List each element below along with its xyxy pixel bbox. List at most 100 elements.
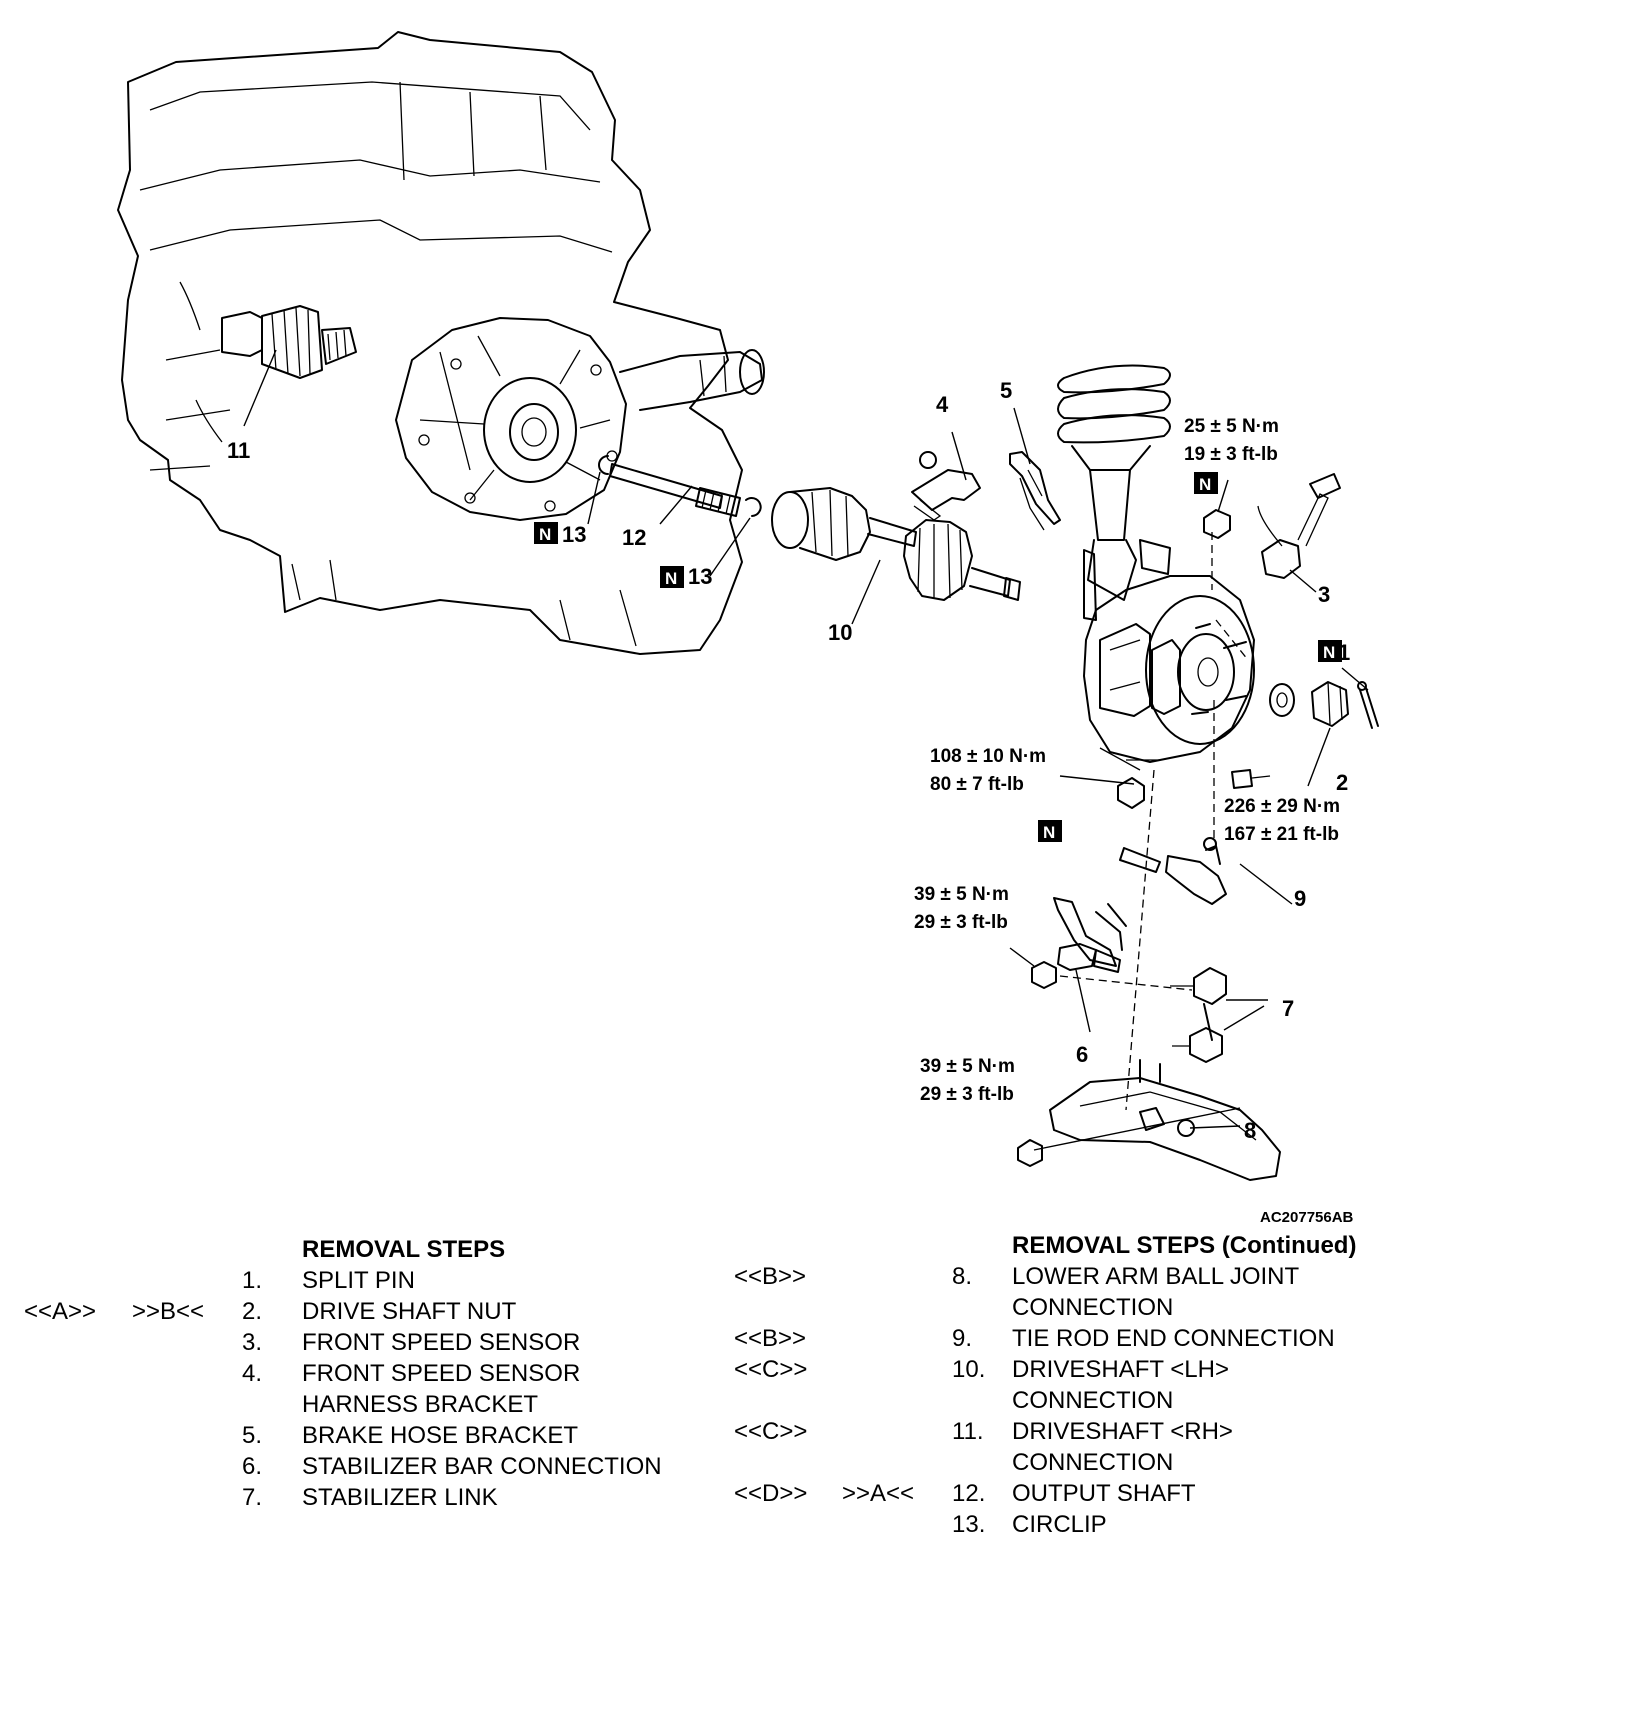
label-8: 8 [1244, 1118, 1256, 1143]
strut-spring-assembly [1057, 364, 1171, 621]
step-text: LOWER ARM BALL JOINT [1012, 1263, 1300, 1290]
step-number: 13. [952, 1511, 986, 1538]
torque-strut-nm: 25 ± 5 N·m [1184, 416, 1279, 437]
step-text: FRONT SPEED SENSOR [302, 1360, 581, 1387]
svg-text:N: N [1043, 823, 1055, 842]
label-2: 2 [1336, 770, 1348, 795]
step-text: STABILIZER LINK [302, 1484, 498, 1511]
step-text: OUTPUT SHAFT [1012, 1480, 1196, 1507]
n-mark-13-upper: N [534, 522, 558, 544]
tie-rod-end [1119, 837, 1227, 905]
stabilizer-bar [1053, 897, 1127, 973]
torque-lower-arm-nm: 39 ± 5 N·m [920, 1056, 1015, 1077]
step-number: 12. [952, 1480, 986, 1507]
step-installation-mark: <<B>> [734, 1325, 807, 1352]
step-removal-mark: >>B<< [132, 1298, 205, 1325]
step-text-continuation: CONNECTION [1012, 1387, 1174, 1414]
torque-strut-ftlb: 19 ± 3 ft-lb [1184, 444, 1278, 465]
knuckle-lock-nut [1117, 777, 1145, 809]
label-4: 4 [936, 392, 949, 417]
n-mark-strut-nut: N [1194, 472, 1218, 494]
circlip-inner [598, 455, 609, 475]
label-10: 10 [828, 620, 852, 645]
output-shaft [609, 463, 741, 517]
leader-lines [243, 349, 1369, 1151]
driveshaft-rh-inner-joint [221, 305, 357, 379]
steering-knuckle-hub [1083, 575, 1255, 771]
step-number: 8. [952, 1263, 973, 1290]
torque-specs: 25 ± 5 N·m 19 ± 3 ft-lb 108 ± 10 N·m 80 … [914, 416, 1340, 1105]
torque-lower-arm-ftlb: 29 ± 3 ft-lb [920, 1084, 1014, 1105]
step-text: CIRCLIP [1012, 1511, 1107, 1538]
engine-block [117, 31, 743, 655]
step-text-continuation: HARNESS BRACKET [302, 1391, 539, 1418]
step-text-continuation: CONNECTION [1012, 1294, 1174, 1321]
stabilizer-nut [1031, 961, 1057, 989]
n-mark-13-lower: N [660, 566, 684, 588]
step-text: TIE ROD END CONNECTION [1012, 1325, 1335, 1352]
removal-steps-title: REMOVAL STEPS [302, 1236, 506, 1263]
circlip-outer [745, 497, 762, 517]
step-installation-mark: <<B>> [734, 1263, 807, 1290]
step-number: 5. [242, 1422, 263, 1449]
step-number: 7. [242, 1484, 263, 1511]
step-text: DRIVESHAFT <LH> [1012, 1356, 1229, 1383]
part-labels: 11 12 13 13 10 4 5 3 1 2 9 7 6 8 [227, 378, 1350, 1143]
removal-steps-left: REMOVAL STEPS 1. SPLIT PIN <<A>> >>B<< 2. DRI… [0, 1234, 780, 1534]
removal-steps-continued-title: REMOVAL STEPS (Continued) [1012, 1232, 1357, 1259]
n-mark-split-pin: N [1318, 640, 1342, 662]
label-6: 6 [1076, 1042, 1088, 1067]
label-13-upper: 13 [562, 522, 586, 547]
step-text: FRONT SPEED SENSOR [302, 1329, 581, 1356]
step-text: DRIVE SHAFT NUT [302, 1298, 517, 1325]
torque-stabilizer-ftlb: 29 ± 3 ft-lb [914, 912, 1008, 933]
alignment-lines [1059, 532, 1249, 1111]
stabilizer-link [1170, 967, 1227, 1063]
washer [1269, 683, 1295, 717]
figure-code: AC207756AB [1260, 1209, 1354, 1226]
step-removal-mark: >>A<< [842, 1480, 915, 1507]
step-text: STABILIZER BAR CONNECTION [302, 1453, 662, 1480]
step-text: SPLIT PIN [302, 1267, 415, 1294]
label-3: 3 [1318, 582, 1330, 607]
step-text-continuation: CONNECTION [1012, 1449, 1174, 1476]
knuckle-bolt [1231, 769, 1271, 789]
svg-text:N: N [1323, 643, 1335, 662]
step-number: 10. [952, 1356, 986, 1383]
n-mark-knuckle-nut: N [1038, 820, 1062, 842]
removal-steps-right: REMOVAL STEPS (Continued) <<B>> 8. LOWER A… [720, 1230, 1620, 1560]
step-number: 6. [242, 1453, 263, 1480]
step-text: DRIVESHAFT <RH> [1012, 1418, 1233, 1445]
label-5: 5 [1000, 378, 1012, 403]
transaxle-case [395, 317, 765, 521]
svg-text:N: N [1199, 475, 1211, 494]
label-7: 7 [1282, 996, 1294, 1021]
torque-driveshaft-nut-nm: 226 ± 29 N·m [1224, 796, 1340, 817]
split-pin [1357, 681, 1379, 729]
speed-sensor-harness-bracket [911, 451, 981, 521]
label-12: 12 [622, 525, 646, 550]
svg-text:N: N [539, 525, 551, 544]
step-text: BRAKE HOSE BRACKET [302, 1422, 579, 1449]
new-part-markers: N N N N N [534, 472, 1342, 842]
label-13-lower: 13 [688, 564, 712, 589]
strut-lock-nut [1203, 509, 1231, 539]
step-installation-mark: <<A>> [24, 1298, 97, 1325]
brake-hose-bracket [1009, 451, 1061, 531]
step-number: 3. [242, 1329, 263, 1356]
driveshaft-lh [771, 487, 1021, 601]
front-speed-sensor [1257, 473, 1341, 579]
step-installation-mark: <<C>> [734, 1418, 808, 1445]
lower-arm-nut [1017, 1139, 1043, 1167]
step-installation-mark: <<D>> [734, 1480, 808, 1507]
torque-knuckle-nm: 108 ± 10 N·m [930, 746, 1046, 767]
label-9: 9 [1294, 886, 1306, 911]
label-11: 11 [227, 438, 250, 463]
torque-driveshaft-nut-ftlb: 167 ± 21 ft-lb [1224, 824, 1339, 845]
svg-text:N: N [665, 569, 677, 588]
step-number: 1. [242, 1267, 263, 1294]
step-number: 4. [242, 1360, 263, 1387]
step-number: 2. [242, 1298, 263, 1325]
step-number: 11. [952, 1418, 984, 1445]
